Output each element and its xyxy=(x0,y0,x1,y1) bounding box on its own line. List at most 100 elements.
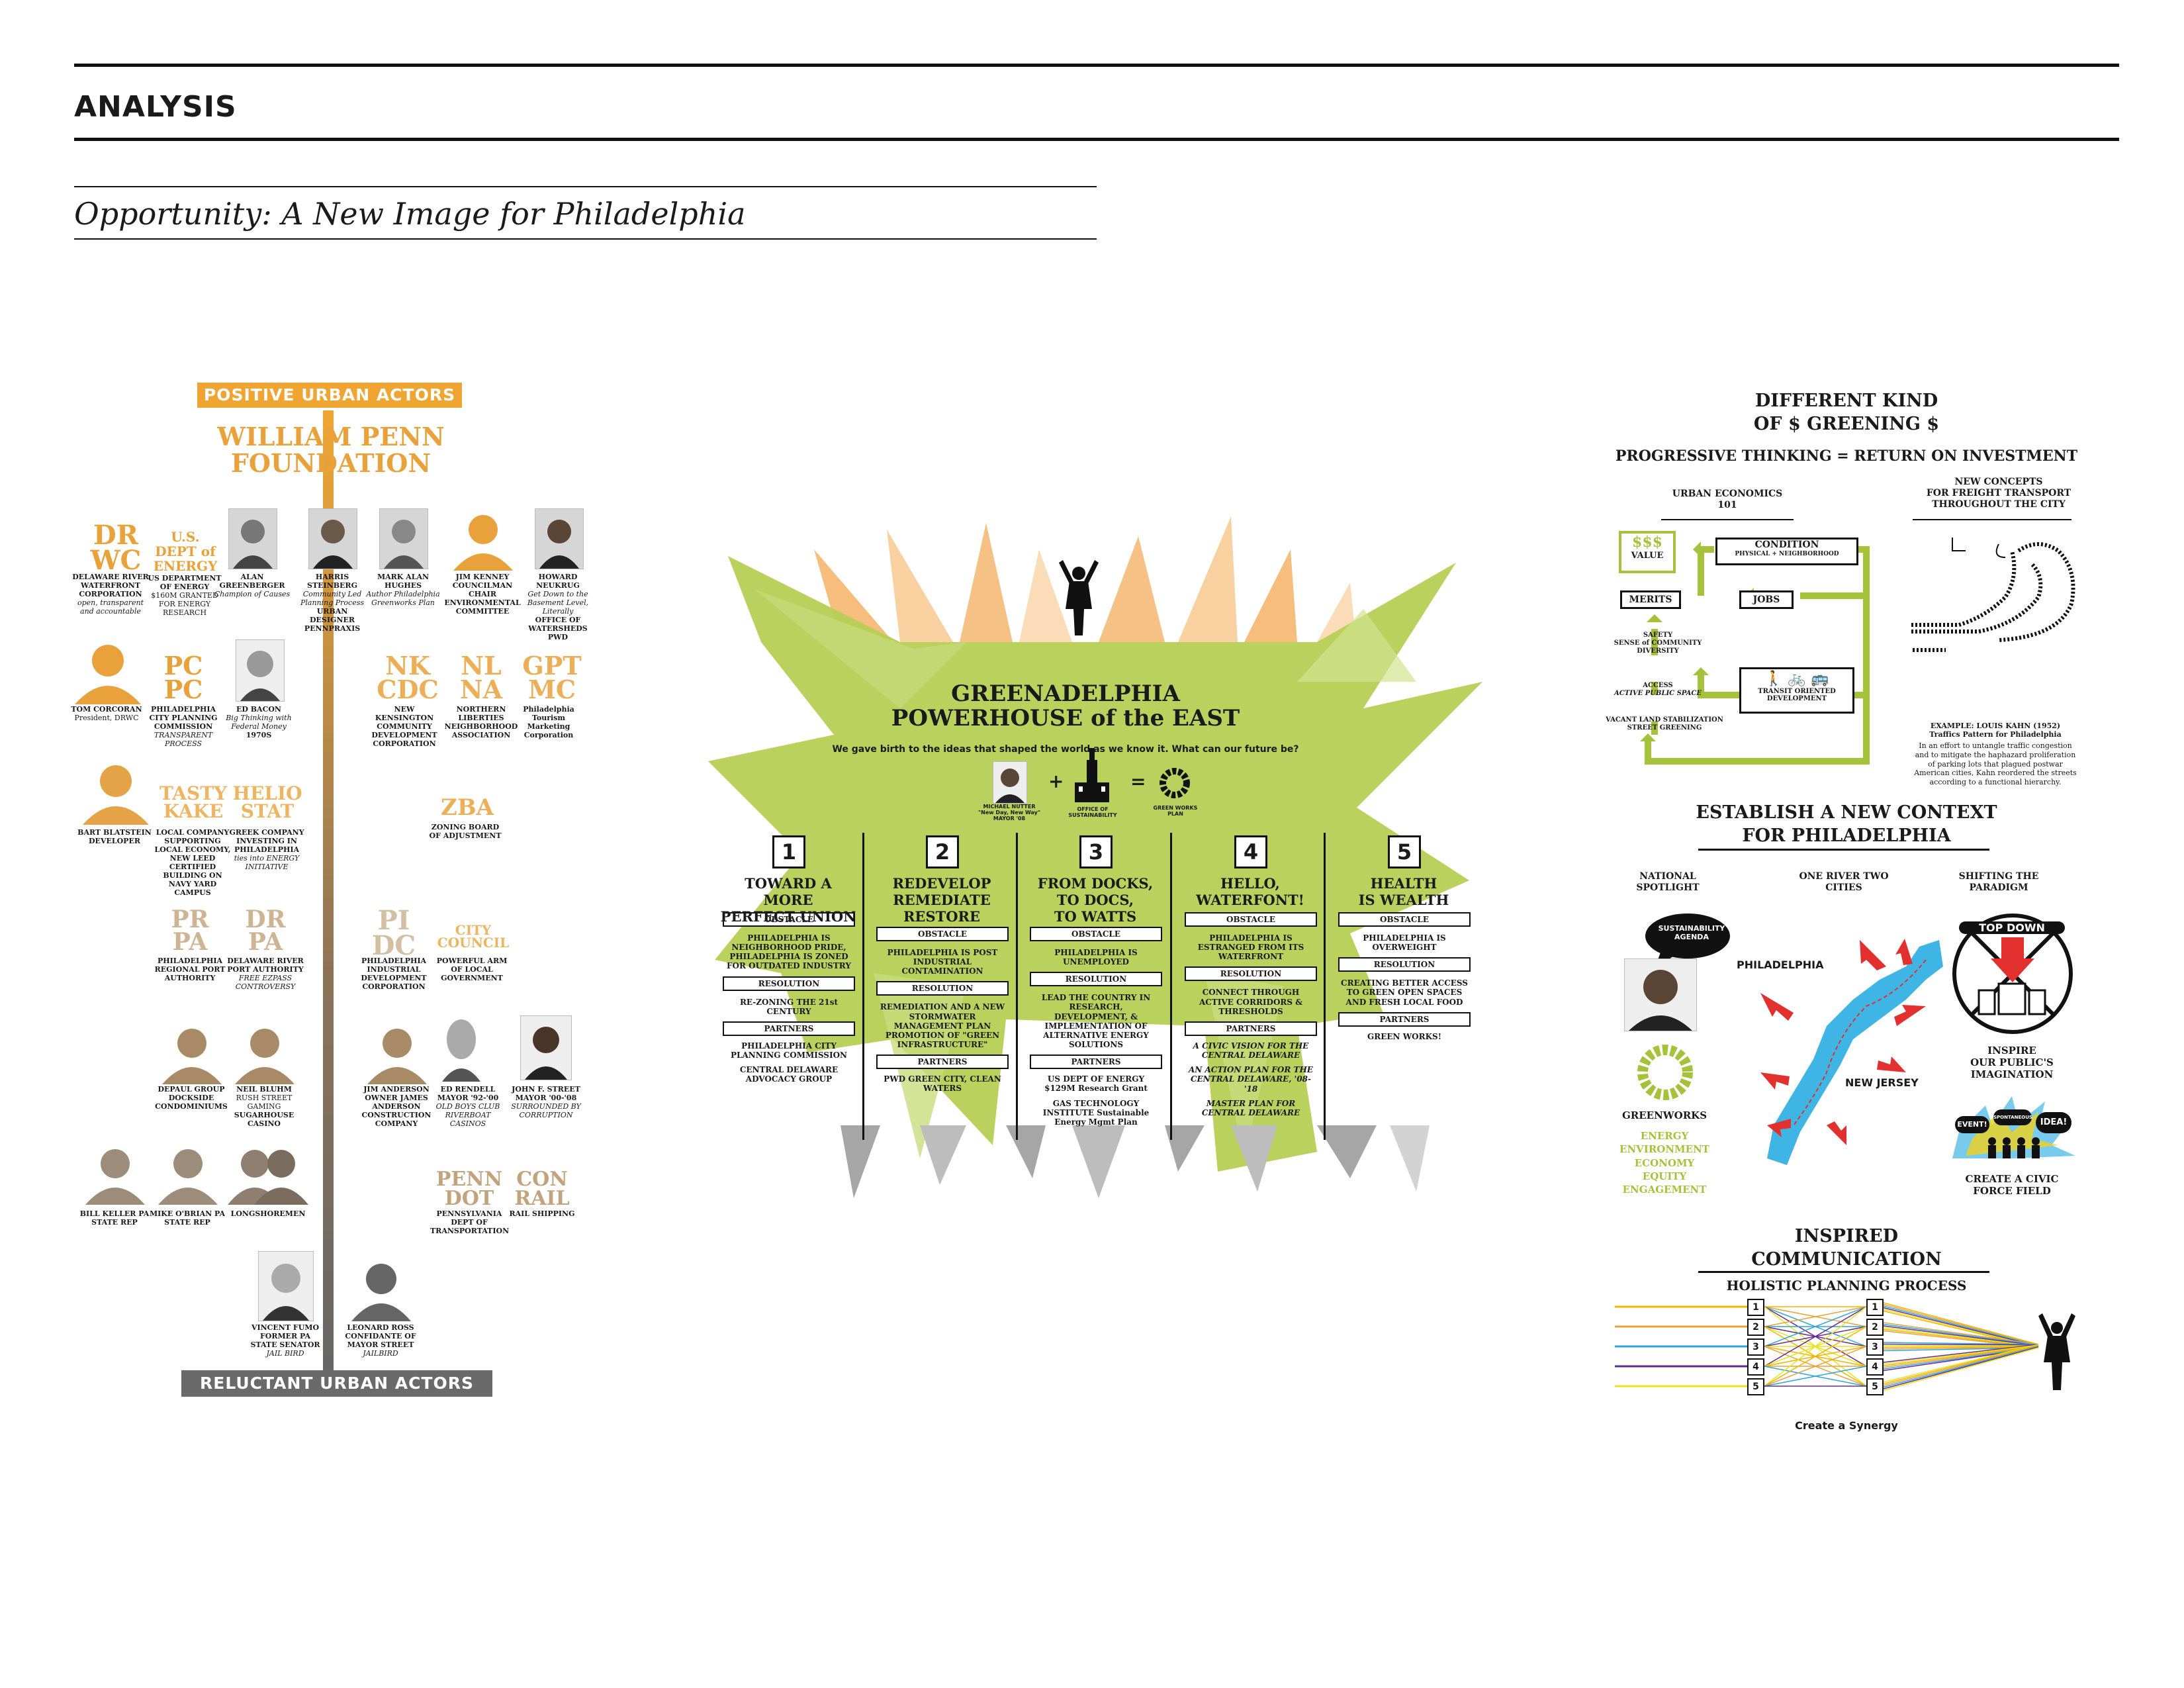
greenworks-heading: GREENWORKS xyxy=(1621,1109,1707,1121)
pcpc-acro-1: PC xyxy=(163,651,203,680)
drpa-acro-1: DR xyxy=(245,906,286,933)
steinberg-note: Community Led Planning Process xyxy=(300,589,365,607)
converge-line xyxy=(1883,1347,2039,1391)
bubble-2: AGENDA xyxy=(1674,933,1709,942)
converge-line xyxy=(1883,1302,2039,1345)
converge-line xyxy=(1883,1303,2039,1346)
partners-label: PARTNERS xyxy=(1338,1011,1471,1027)
gw-economy: ECONOMY xyxy=(1634,1156,1695,1169)
converge-line xyxy=(1883,1346,2039,1389)
context-title-2: FOR PHILADELPHIA xyxy=(1742,825,1951,847)
spontaneous-bubble: SPONTANEOUS xyxy=(1993,1109,2032,1125)
fumo-note: JAIL BIRD xyxy=(266,1348,304,1358)
partner-text: GREEN WORKS! xyxy=(1367,1031,1441,1041)
jobs-box: JOBS xyxy=(1739,590,1794,609)
pidc-acro-1: PI xyxy=(377,905,410,936)
zba-acronym: ZBA xyxy=(441,794,494,821)
communication-title: INSPIRED COMMUNICATION xyxy=(1741,1225,1952,1271)
fumo-name: VINCENT FUMO FORMER PA STATE SENATOR xyxy=(250,1323,320,1349)
nutter-note: "New Day, New Way" xyxy=(978,810,1041,816)
communication-rule xyxy=(1698,1271,1989,1273)
greenberger-note: Champion of Causes xyxy=(214,589,291,598)
gptmc-acro-2: MC xyxy=(527,675,576,705)
ross-label: LEONARD ROSS CONFIDANTE of MAYOR STREETJ… xyxy=(341,1323,420,1358)
greening-title-2: OF $ GREENING $ xyxy=(1753,414,1940,435)
output-number-box: 5 xyxy=(1866,1378,1884,1395)
col2-2: CITIES xyxy=(1825,882,1862,893)
converge-line xyxy=(1883,1346,2039,1348)
converge-line xyxy=(1883,1307,2039,1347)
kahn-title-2: Traffics Pattern for Philadelphia xyxy=(1929,730,2062,739)
drpa-note: FREE EZPASS CONTROVERSY xyxy=(235,973,296,991)
converge-line xyxy=(1883,1344,2039,1363)
foundation-name: WILLIAM PENN FOUNDATION xyxy=(185,424,477,477)
foundation-line-2: FOUNDATION xyxy=(230,447,432,478)
obstacle-label: OBSTACLE xyxy=(1185,912,1317,927)
obrian-silhouette-icon xyxy=(158,1149,218,1205)
greening-title: DIFFERENT KIND OF $ GREENING $ xyxy=(1694,389,1999,436)
tod-box: 🚶 🚲 🚌 TRANSIT ORIENTED DEVELOPMENT xyxy=(1739,667,1854,714)
converge-line xyxy=(1883,1344,2039,1365)
converge-line xyxy=(1883,1345,2039,1366)
nkcdc-label: NEW KENSINGTON COMMUNITY DEVELOPMENT COR… xyxy=(371,705,437,748)
penndot-acro-1: PENN xyxy=(435,1168,503,1191)
column-number: 3 xyxy=(1079,835,1113,868)
urban-econ-rule xyxy=(1661,519,1794,520)
corcoran-name: TOM CORCORAN xyxy=(71,705,142,714)
obstacle-text: PHILADELPHIA IS ESTRANGED FROM ITS WATER… xyxy=(1197,933,1304,962)
event-bubble: EVENT! xyxy=(1955,1116,1989,1133)
converge-line xyxy=(1883,1322,2039,1345)
comm-title-2: COMMUNICATION xyxy=(1751,1249,1942,1270)
prpa-label: PHILADELPHIA REGIONAL PORT AUTHORITY xyxy=(154,957,226,982)
greenberger-name: ALAN GREENBERGER xyxy=(219,573,285,590)
nutter-label: MICHAEL NUTTER"New Day, New Way"MAYOR '0… xyxy=(973,804,1046,822)
ross-name: LEONARD ROSS CONFIDANTE of MAYOR STREET xyxy=(345,1323,416,1349)
heliostat-acro-1: HELIO xyxy=(232,782,302,804)
bubble-1: SUSTAINABILITY xyxy=(1658,924,1725,933)
gw-equity: EQUITY xyxy=(1642,1170,1687,1182)
partner-text: PWD GREEN CITY, CLEAN WATERS xyxy=(884,1074,1001,1094)
input-number-box: 4 xyxy=(1747,1358,1764,1376)
obstacle-text: PHILADELPHIA IS POST INDUSTRIAL CONTAMIN… xyxy=(887,948,998,976)
bacon-name: ED BACON xyxy=(236,705,281,714)
keller-label: BILL KELLER PA STATE REP xyxy=(79,1209,150,1227)
context-title: ESTABLISH A NEW CONTEXT FOR PHILADELPHIA xyxy=(1641,801,2052,847)
kahn-text-5: according to a functional hierarchy. xyxy=(1929,778,2062,786)
nutter-photo xyxy=(993,761,1027,804)
context-title-1: ESTABLISH A NEW CONTEXT xyxy=(1696,802,1997,823)
tod-1: TRANSIT ORIENTED xyxy=(1758,688,1836,695)
link-line xyxy=(1764,1326,1867,1387)
subtitle-rule-bottom xyxy=(74,238,1097,240)
civic-1: CREATE A CIVIC xyxy=(1965,1173,2059,1185)
partners-label: PARTNERS xyxy=(723,1021,855,1036)
value-symbol: $$$ xyxy=(1632,534,1662,551)
link-line xyxy=(1764,1366,1867,1387)
obstacle-label: OBSTACLE xyxy=(1030,927,1162,941)
penndot-acro-2: DOT xyxy=(444,1186,494,1210)
nutter-name: MICHAEL NUTTER xyxy=(983,804,1036,810)
freight-1: NEW CONCEPTS xyxy=(1954,477,2043,487)
powerhouse-title-2: POWERHOUSE of the EAST xyxy=(891,705,1240,732)
bacon-photo xyxy=(236,639,285,702)
bluhm-extra: SUGARHOUSE CASINO xyxy=(234,1110,295,1128)
column-title-line: HELLO, xyxy=(1220,875,1280,892)
greenworks-list: ENERGY ENVIRONMENT ECONOMY EQUITY ENGAGE… xyxy=(1602,1129,1727,1196)
resolution-label: RESOLUTION xyxy=(1338,957,1471,972)
resolution-text: REMEDIATION AND A NEW STORMWATER MANAGEM… xyxy=(880,1002,1005,1050)
council-acro-2: COUNCIL xyxy=(437,935,510,951)
gw-environment: ENVIRONMENT xyxy=(1619,1143,1709,1156)
header-rule xyxy=(74,138,2119,141)
link-line xyxy=(1764,1346,1867,1387)
column-title-line: REMEDIATE xyxy=(893,892,991,909)
input-number-box: 3 xyxy=(1747,1338,1764,1356)
